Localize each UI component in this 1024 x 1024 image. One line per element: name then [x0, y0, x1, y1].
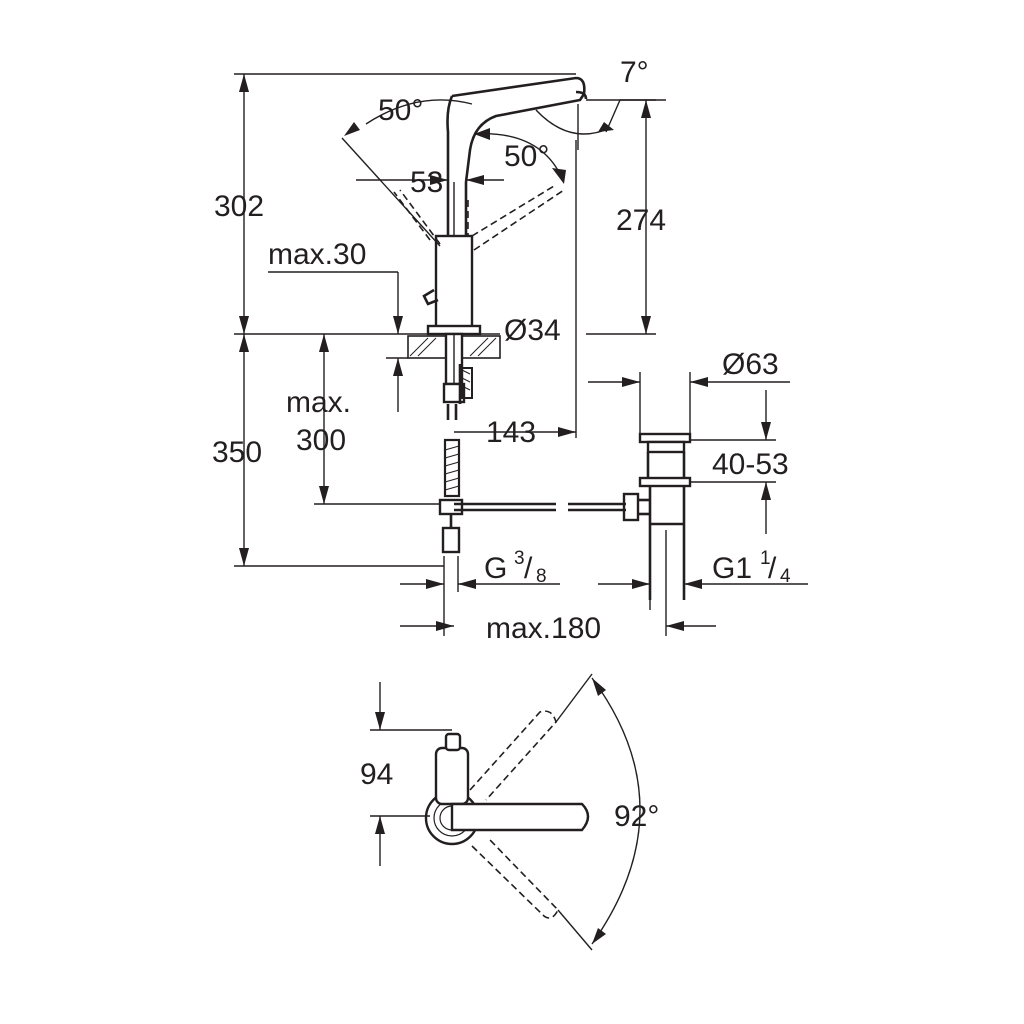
waste-thread-denominator: 4	[780, 566, 791, 587]
faucet-side-view	[393, 76, 588, 554]
dimension-labels: 50° 7° 50° 302 53 274 max.30 Ø34 Ø63 max…	[212, 56, 791, 833]
angle-right-label: 50°	[504, 140, 549, 173]
spout-reach-label: 143	[486, 416, 536, 449]
waste-assembly	[454, 432, 692, 600]
waste-diameter-label: Ø63	[722, 348, 779, 381]
inlet-thread-label: G	[484, 552, 507, 585]
inlet-thread-numerator: 3	[514, 548, 525, 569]
deck-thickness-label: max.30	[268, 238, 366, 271]
waste-thread-label: G1	[712, 552, 752, 585]
handle-offset-label: 53	[410, 166, 443, 199]
hose-length-label: max.	[286, 386, 351, 419]
rod-length-label: max.180	[486, 612, 601, 645]
faucet-plan-view	[370, 673, 641, 951]
angle-tilt-label: 7°	[620, 56, 649, 89]
angle-left-label: 50°	[378, 94, 423, 127]
base-diameter-label: Ø34	[504, 314, 561, 347]
waste-thread-numerator: 1	[760, 548, 771, 569]
inlet-thread-denominator: 8	[536, 566, 547, 587]
waste-range-label: 40-53	[712, 448, 789, 481]
swivel-angle-label: 92°	[614, 800, 659, 833]
side-dimension-lines	[234, 73, 808, 636]
overall-height-label: 302	[214, 190, 264, 223]
hose-length-value: 300	[296, 424, 346, 457]
spout-height-label: 274	[616, 204, 666, 237]
plan-offset-label: 94	[360, 758, 393, 791]
below-deck-height-label: 350	[212, 436, 262, 469]
waste-thread-slash: /	[768, 552, 777, 585]
inlet-thread-slash: /	[524, 552, 533, 585]
